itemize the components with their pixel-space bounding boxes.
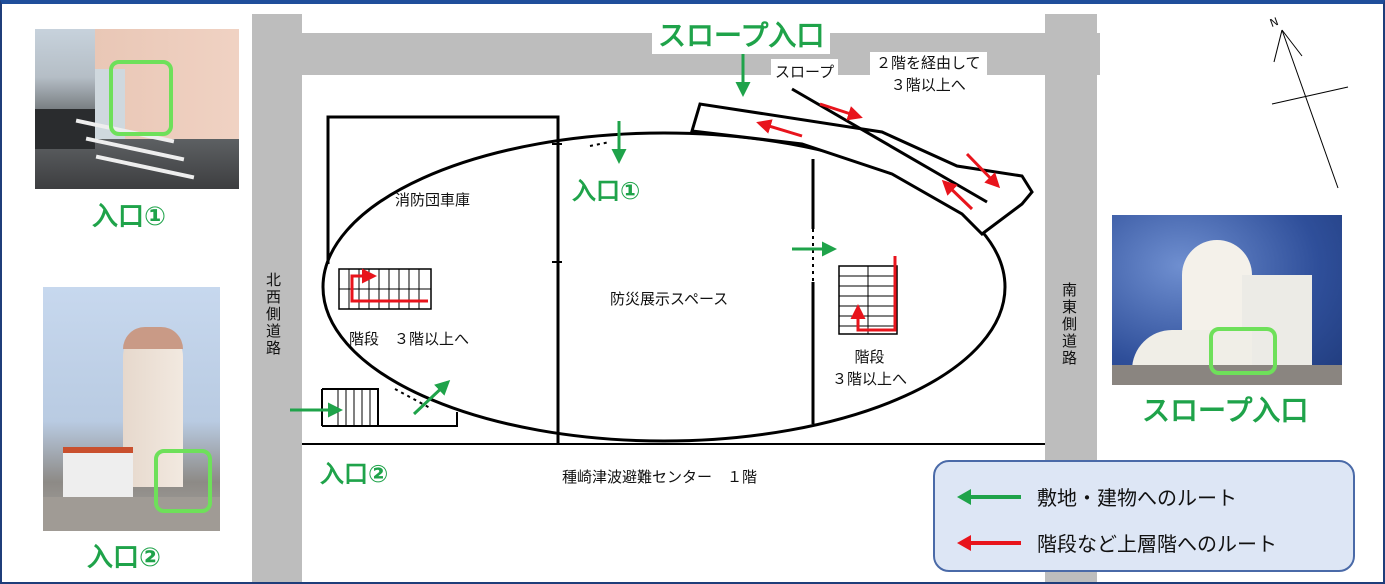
- compass-icon: [1271, 29, 1349, 189]
- entrance2-map-label: 入口②: [320, 460, 389, 488]
- via-second-floor-line1: ２階を経由して: [876, 54, 981, 72]
- garage-outline: [326, 115, 560, 444]
- entrance2-photo-caption: 入口②: [87, 543, 162, 573]
- se-road-label: 南東側道路: [1060, 282, 1078, 367]
- stairs-right-drawing: [838, 256, 898, 335]
- entrance1-photo-highlight: [109, 60, 173, 136]
- slope-entrance-photo-caption: スロープ入口: [1142, 394, 1309, 427]
- stairs-right-label: 階段 ３階以上へ: [832, 346, 907, 390]
- garage-label: 消防団車庫: [395, 191, 471, 209]
- arrow-red-slope-2: [756, 119, 803, 138]
- arrow-green-stairs-up: [412, 379, 451, 416]
- via-second-floor-label: ２階を経由して ３階以上へ: [870, 52, 987, 96]
- arrow-red-slope-1: [819, 102, 863, 121]
- outer-stairs-drawing: [321, 388, 458, 427]
- building-floor-label: 種崎津波避難センター １階: [562, 468, 758, 486]
- arrow-red-slope-3: [965, 152, 1001, 189]
- road-nw: [252, 14, 302, 582]
- stairs-left-label: 階段 ３階以上へ: [349, 330, 470, 348]
- slope-entrance-photo: [1112, 215, 1342, 385]
- stairs-left-drawing: [338, 268, 432, 310]
- entrance2-photo: [43, 287, 220, 531]
- legend-box: 敷地・建物へのルート 階段など上層階へのルート: [933, 460, 1355, 572]
- slope-label: スロープ: [771, 59, 839, 84]
- slope-outline: [690, 102, 1034, 236]
- legend-row-site-route: 敷地・建物へのルート: [955, 482, 1237, 511]
- stairs-right-line1: 階段: [854, 348, 885, 366]
- slope-entrance-photo-highlight: [1209, 327, 1277, 375]
- red-arrow-icon: [957, 534, 1021, 551]
- legend-row-upper-route: 階段など上層階へのルート: [955, 528, 1277, 557]
- arrow-red-slope-4: [941, 179, 974, 211]
- via-second-floor-line2: ３階以上へ: [890, 76, 966, 94]
- entrance1-photo: [35, 29, 239, 189]
- entrance1-photo-caption: 入口①: [92, 202, 167, 232]
- nw-road-label: 北西側道路: [264, 272, 282, 357]
- stairs-right-line2: ３階以上へ: [832, 370, 908, 388]
- green-arrow-icon: [957, 488, 1021, 505]
- entrance2-photo-highlight: [154, 449, 212, 513]
- legend-upper-route-label: 階段など上層階へのルート: [1037, 532, 1277, 556]
- legend-site-route-label: 敷地・建物へのルート: [1037, 486, 1237, 510]
- building-outline: [321, 131, 1007, 443]
- floor-map-drawing: [252, 14, 1349, 582]
- slope-entrance-top-label: スロープ入口: [652, 14, 831, 54]
- entrance1-map-label: 入口①: [572, 177, 641, 205]
- exhibit-space-label: 防災展示スペース: [610, 290, 729, 308]
